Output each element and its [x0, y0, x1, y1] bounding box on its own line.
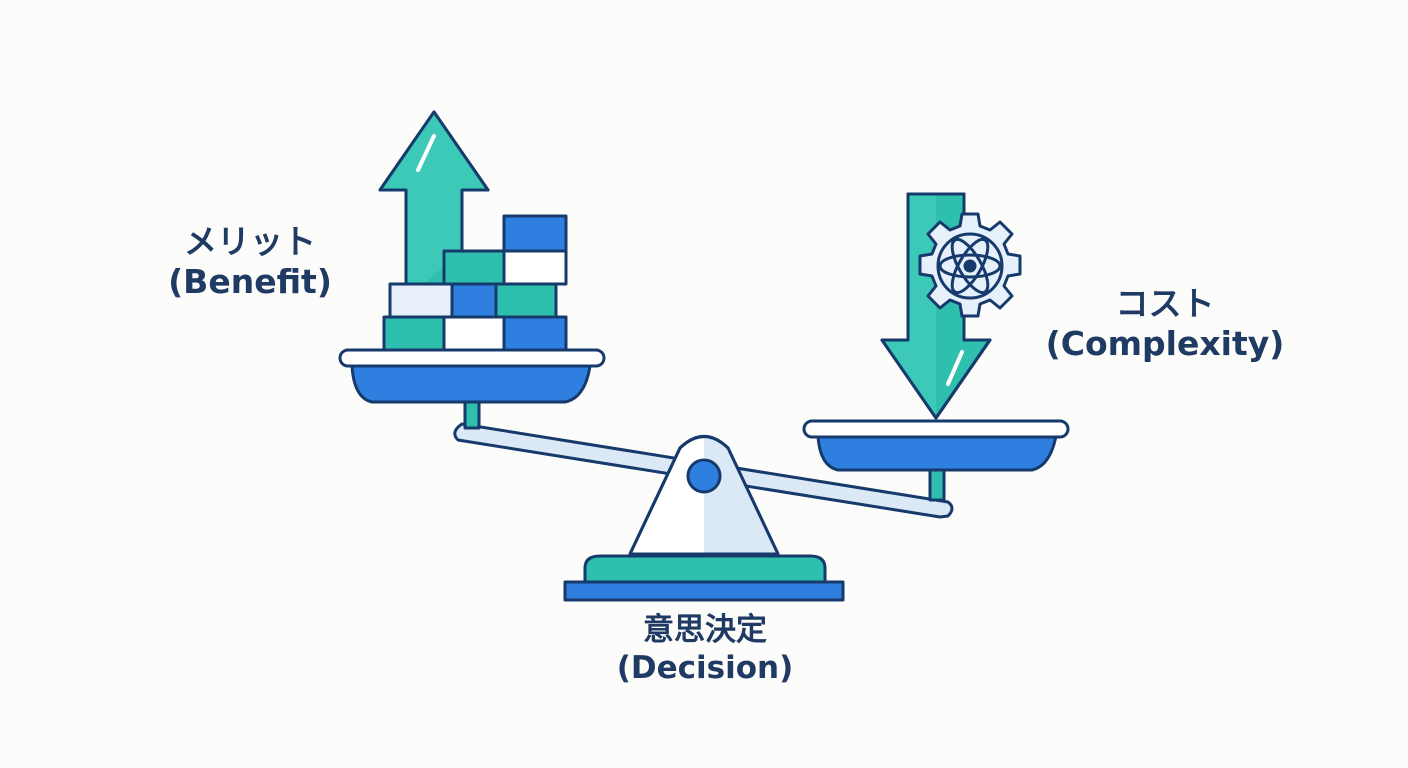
decision-label-jp: 意思決定: [643, 612, 767, 648]
cost-label-jp: コスト: [1115, 284, 1215, 323]
stacked-blocks-icon: [382, 214, 568, 352]
benefit-label-jp: メリット: [184, 222, 316, 261]
right-pan: [802, 419, 1070, 472]
gear-atom-icon: [918, 212, 1022, 318]
pivot-icon: [686, 458, 722, 494]
benefit-label-en: (Benefit): [168, 262, 332, 302]
cost-label-en: (Complexity): [1045, 324, 1285, 364]
scale-base: [563, 554, 845, 602]
decision-label: 意思決定 (Decision): [585, 612, 825, 688]
benefit-label: メリット (Benefit): [140, 222, 360, 303]
decision-label-en: (Decision): [616, 649, 794, 686]
left-pan: [338, 348, 606, 404]
cost-label: コスト (Complexity): [1040, 284, 1290, 365]
